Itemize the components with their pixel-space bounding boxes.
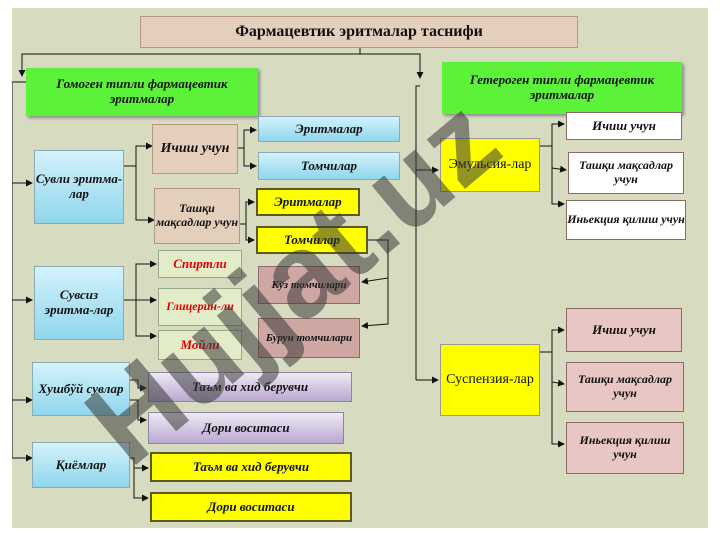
external-use-box: Ташқи мақсадлар учун [154,188,240,244]
emulsions-box: Эмульсия-лар [440,138,540,192]
solutions-box-2: Эритмалар [256,188,360,216]
aw-taste-smell-box: Таъм ва хид берувчи [148,372,352,402]
em-injection-box: Иньекция қилиш учун [566,200,686,240]
suspensions-box: Суспензия-лар [440,344,540,416]
em-internal-box: Ичиш учун [566,112,682,140]
drops-box-1: Томчилар [258,152,400,180]
su-external-box: Ташқи мақсадлар учун [566,362,684,412]
glycerin-box: Глицерин-ли [158,288,242,326]
su-internal-box: Ичиш учун [566,308,682,352]
sy-taste-smell-box: Таъм ва хид берувчи [150,452,352,482]
aromatic-waters-box: Хушбўй сувлар [32,362,130,416]
aw-medicine-box: Дори воситаси [148,412,344,444]
nonaqueous-solutions-box: Сувсиз эритма-лар [34,266,124,340]
syrups-box: Қиёмлар [32,442,130,488]
diagram-canvas: Фармацевтик эритмалар таснифи Гомоген ти… [12,8,708,528]
heterogeneous-box: Гетероген типли фармацевтик эритмалар [442,62,682,114]
diagram-title: Фармацевтик эритмалар таснифи [140,16,578,48]
connector-lines [12,48,567,502]
sy-medicine-box: Дори воситаси [150,492,352,522]
water-solutions-box: Сувли эритма-лар [34,150,124,224]
oily-box: Мойли [158,330,242,360]
eye-drops-box: Кўз томчилари [258,266,360,304]
homogeneous-box: Гомоген типли фармацевтик эритмалар [26,68,258,116]
solutions-box-1: Эритмалар [258,116,400,142]
internal-use-box: Ичиш учун [152,124,238,174]
nose-drops-box: Бурун томчилари [258,318,360,358]
su-injection-box: Иньекция қилиш учун [566,422,684,474]
alcohol-box: Спиртли [158,250,242,278]
em-external-box: Ташқи мақсадлар учун [568,152,684,194]
drops-box-2: Томчилар [256,226,368,254]
